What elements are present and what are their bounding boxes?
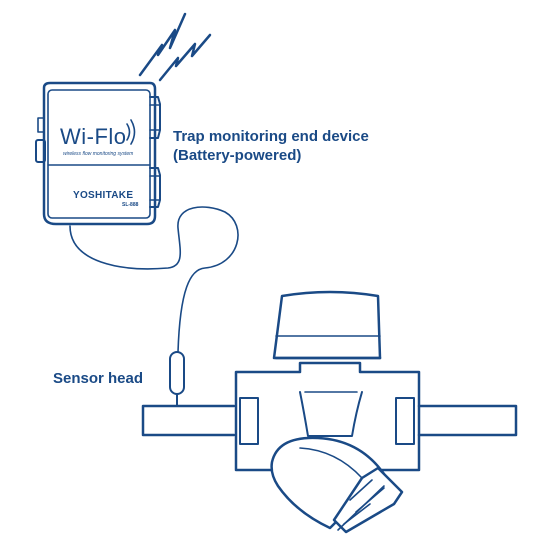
pipe: [141, 404, 518, 437]
device-front-panel: [47, 89, 151, 219]
strainer-cap: [332, 466, 404, 534]
device-right-latch-upper: [149, 96, 161, 139]
trap-right-boss: [395, 397, 415, 445]
label-sensor-head: Sensor head: [53, 370, 144, 387]
device-right-latch-lower: [149, 167, 161, 208]
wireless-signal-icon: [138, 12, 212, 82]
sensor-cable: [69, 206, 239, 353]
trap-top-cap: [272, 290, 382, 360]
device-case: [42, 81, 157, 226]
pipe-left: [141, 404, 236, 437]
strainer: [270, 436, 404, 534]
device-left-latch: [35, 139, 46, 163]
device-maker: YOSHITAKE: [73, 190, 134, 201]
wifi-logo-icon: [126, 119, 136, 145]
end-device: [35, 81, 161, 226]
label-end-device: Trap monitoring end device (Battery-powe…: [173, 127, 369, 165]
device-model: SL-888: [122, 202, 139, 208]
device-brand-logo: Wi-Flo: [60, 124, 127, 149]
pipe-right: [417, 404, 518, 437]
device-tagline: wireless flow monitoring system: [63, 151, 134, 157]
label-end-device-line2: (Battery-powered): [173, 147, 302, 164]
sensor-head: [169, 351, 185, 395]
label-end-device-line1: Trap monitoring end device: [173, 128, 369, 145]
trap-left-boss: [239, 397, 259, 445]
